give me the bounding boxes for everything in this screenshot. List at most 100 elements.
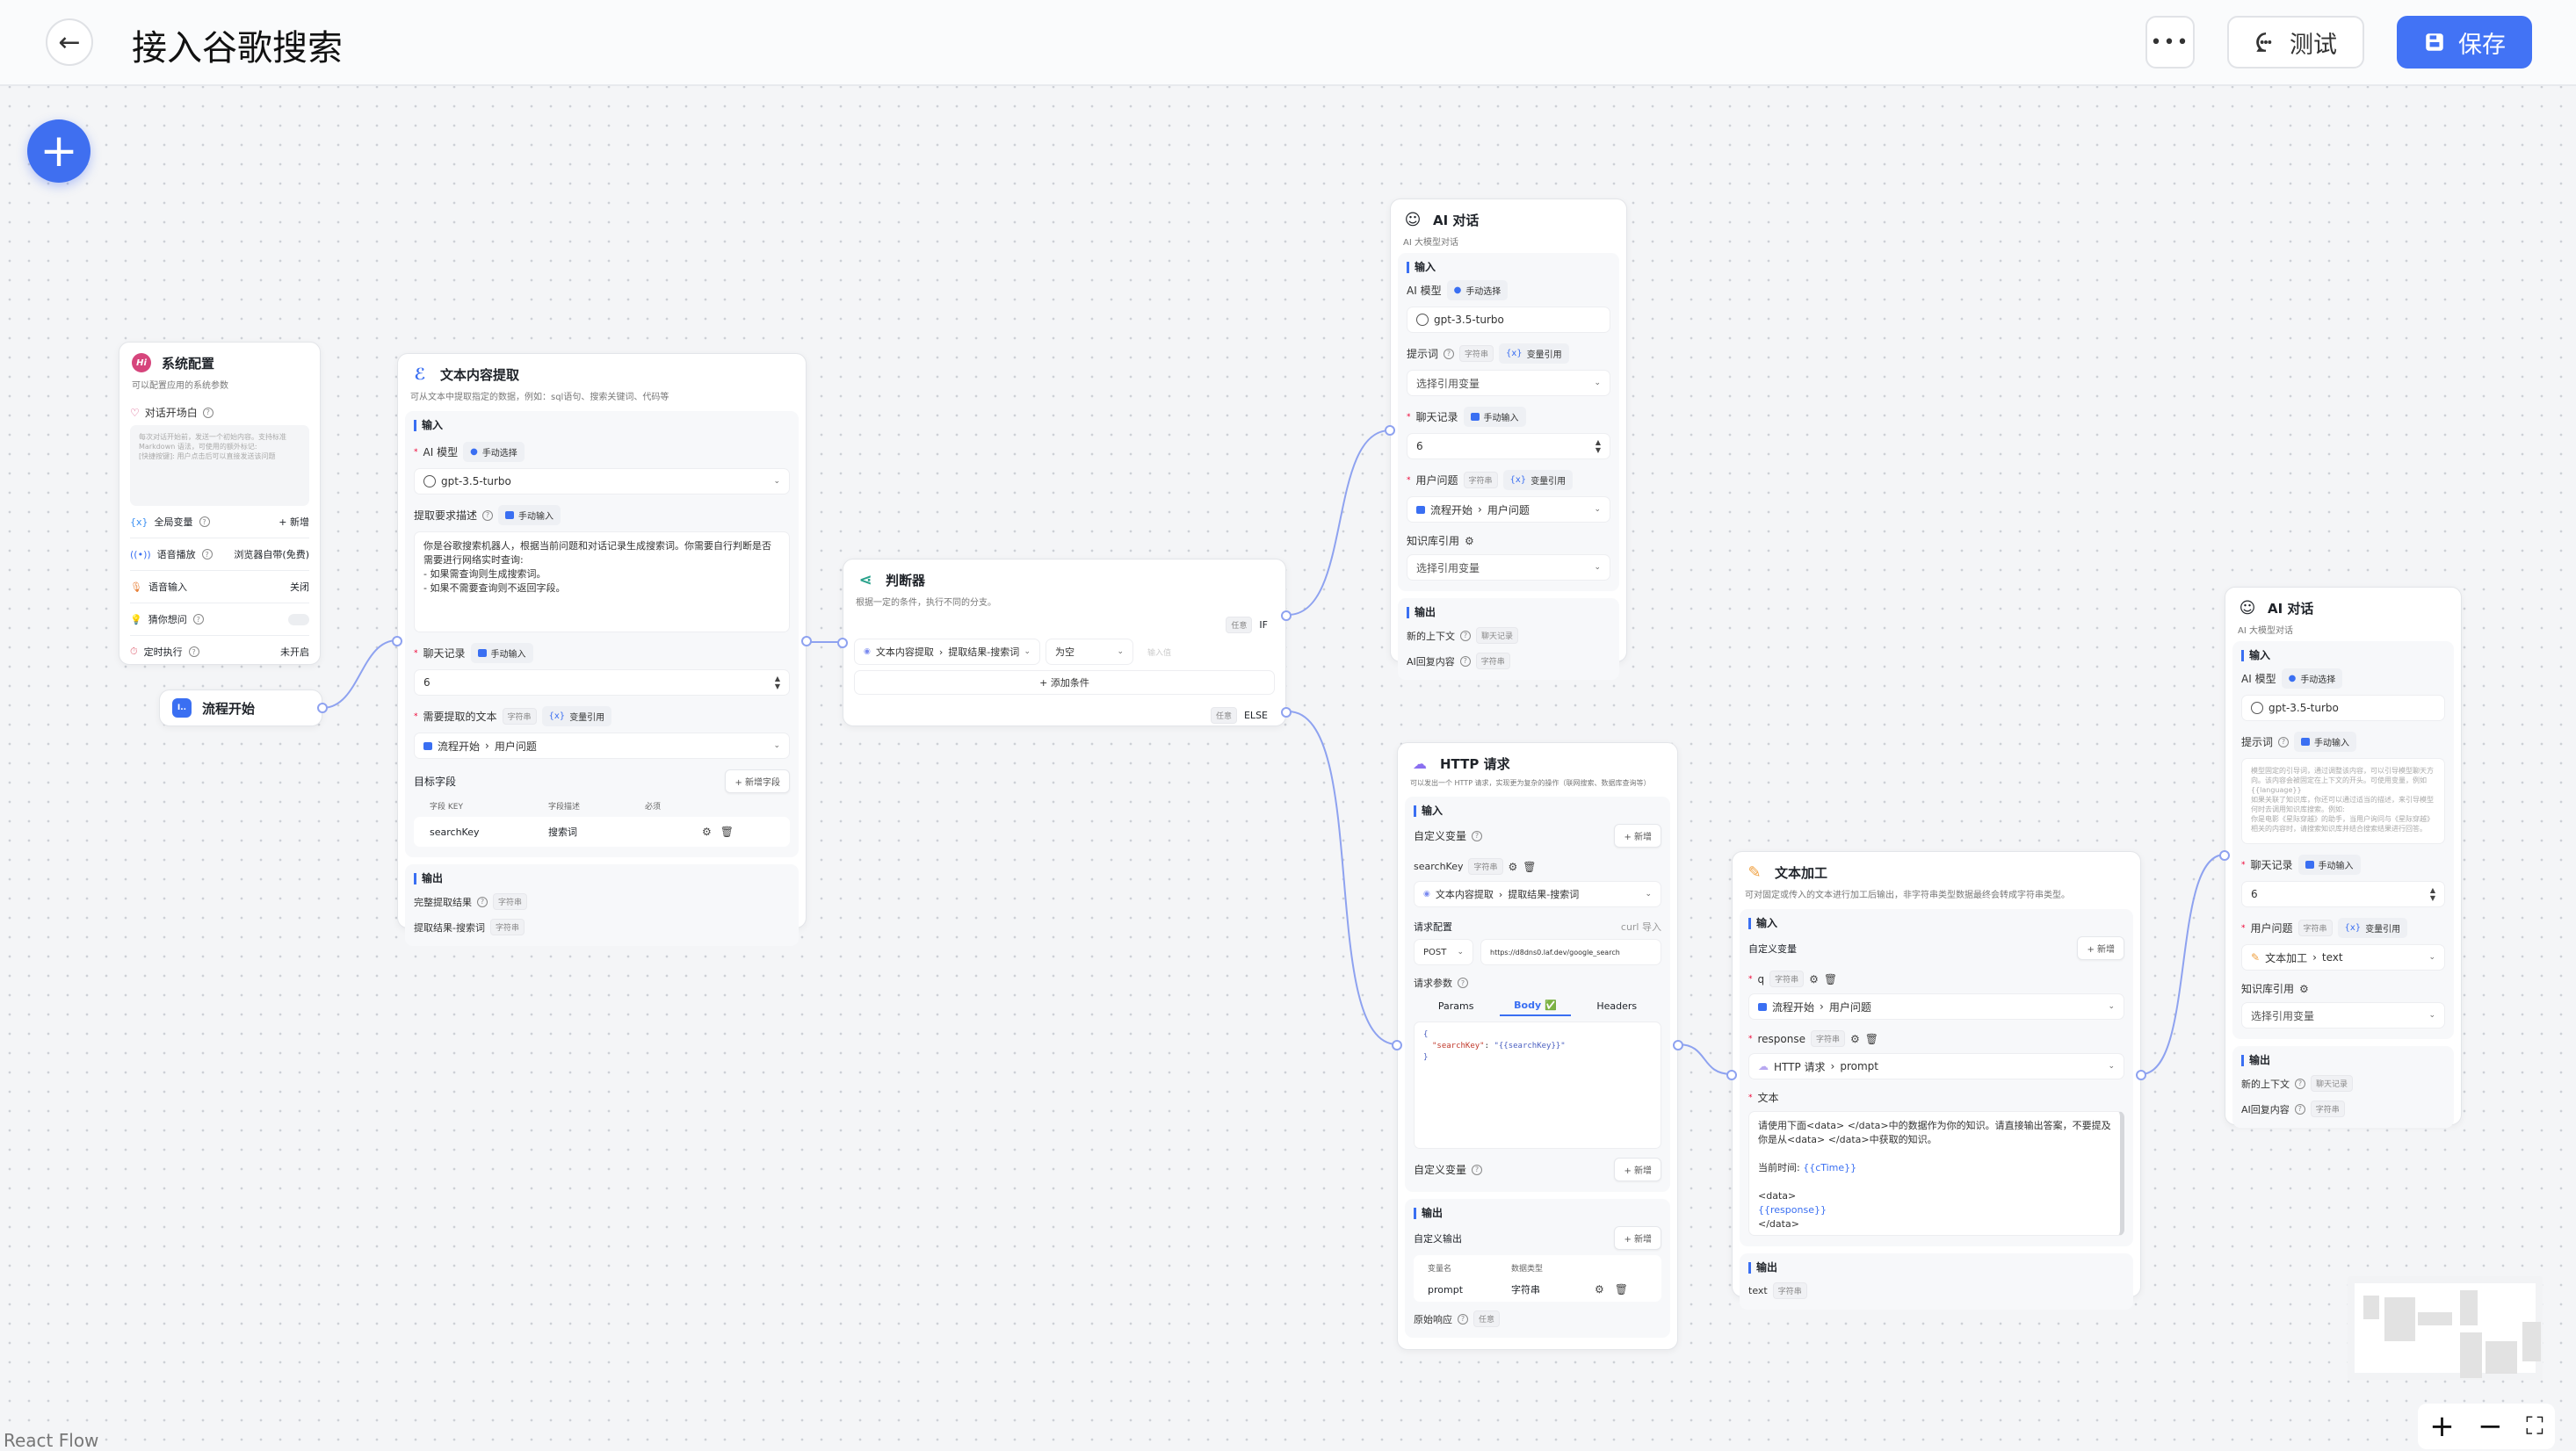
node-text-processing[interactable]: ✎文本加工 可对固定或传入的文本进行加工后输出，非字符串类型数据最终会转成字符串… xyxy=(1726,851,2146,1310)
gear-icon[interactable]: ⚙ xyxy=(1595,1283,1604,1296)
node-ai-chat[interactable]: ☺AI 对话 AI 大模型对话 输入 AI 模型●手动选择 gpt-3.5-tu… xyxy=(1385,199,1627,680)
gear-icon[interactable]: ⚙ xyxy=(1508,860,1518,873)
tab-params[interactable]: Params xyxy=(1437,1000,1474,1012)
kb-ref-select[interactable]: 选择引用变量⌄ xyxy=(1407,554,1610,581)
edge-http-to-textproc[interactable] xyxy=(1677,1043,1733,1075)
add-variable-button[interactable]: + 新增 xyxy=(1614,824,1661,848)
trash-icon[interactable]: 🗑 xyxy=(720,826,734,838)
add-global-var-button[interactable]: + 新增 xyxy=(279,516,309,528)
source-toggle[interactable]: {x}变量引用 xyxy=(1502,470,1574,490)
trash-icon[interactable]: 🗑 xyxy=(1823,972,1838,985)
output-handle[interactable] xyxy=(801,636,812,646)
add-output-button[interactable]: + 新增 xyxy=(1614,1226,1661,1250)
source-toggle[interactable]: ●手动选择 xyxy=(463,442,525,462)
body-editor[interactable]: { "searchKey": "{{searchKey}}" } xyxy=(1414,1021,1661,1149)
var-ref-select[interactable]: ☁HTTP 请求›prompt⌄ xyxy=(1748,1053,2124,1079)
gear-icon[interactable]: ⚙ xyxy=(1465,534,1474,547)
stepper-icon[interactable]: ▲▼ xyxy=(2429,886,2435,902)
minimap[interactable] xyxy=(2348,1276,2543,1380)
zoom-out-button[interactable]: − xyxy=(2478,1409,2503,1444)
edge-judge-else-to-http[interactable] xyxy=(1287,711,1398,1045)
schedule-row[interactable]: ⏱定时执行?未开启 xyxy=(130,636,309,664)
gear-icon[interactable]: ⚙ xyxy=(2299,982,2309,995)
model-select[interactable]: gpt-3.5-turbo xyxy=(1407,307,1610,333)
curl-import-link[interactable]: curl 导入 xyxy=(1620,921,1661,933)
condition-value-input[interactable]: 输入值 xyxy=(1147,648,1172,658)
edge-judge-if-to-ai[interactable] xyxy=(1287,430,1391,616)
url-input[interactable]: https://d8dns0.laf.dev/google_search xyxy=(1480,939,1661,965)
text-ref-select[interactable]: 流程开始›用户问题⌄ xyxy=(414,733,790,759)
question-guide-toggle[interactable] xyxy=(288,613,309,625)
output-handle[interactable] xyxy=(2136,1070,2146,1080)
voice-input-row[interactable]: 🎙语音输入关闭 xyxy=(130,571,309,603)
gear-icon[interactable]: ⚙ xyxy=(1809,972,1819,985)
var-ref-select[interactable]: ◉文本内容提取›提取结果-搜索词⌄ xyxy=(1414,881,1661,907)
trash-icon[interactable]: 🗑 xyxy=(1614,1283,1628,1296)
prompt-textarea[interactable]: 模型固定的引导词，通过调整该内容，可以引导模型聊天方向。该内容会被固定在上下文的… xyxy=(2241,758,2445,844)
history-number-input[interactable]: 6▲▼ xyxy=(2241,881,2445,907)
tab-body[interactable]: Body ✅ xyxy=(1500,996,1571,1016)
if-handle[interactable] xyxy=(1281,610,1292,621)
zoom-in-button[interactable]: + xyxy=(2429,1409,2455,1444)
back-button[interactable]: ← xyxy=(46,18,93,66)
add-condition-button[interactable]: + 添加条件 xyxy=(854,670,1275,695)
source-toggle[interactable]: ●手动选择 xyxy=(1446,280,1509,300)
source-toggle[interactable]: 手动输入 xyxy=(1463,407,1526,427)
input-handle[interactable] xyxy=(837,638,848,648)
stepper-icon[interactable]: ▲▼ xyxy=(1595,438,1601,454)
stepper-icon[interactable]: ▲▼ xyxy=(774,675,780,690)
gear-icon[interactable]: ⚙ xyxy=(702,826,712,838)
source-toggle[interactable]: {x}变量引用 xyxy=(2337,918,2408,938)
trash-icon[interactable]: 🗑 xyxy=(1864,1032,1879,1045)
question-ref-select[interactable]: ✎文本加工›text⌄ xyxy=(2241,944,2445,971)
operator-select[interactable]: 为空⌄ xyxy=(1046,639,1133,665)
edge-start-to-extract[interactable] xyxy=(322,639,398,709)
add-field-button[interactable]: + 新增字段 xyxy=(725,769,790,793)
text-template-textarea[interactable]: 请使用下面<data> </data>中的数据作为你的知识。请直接输出答案，不要… xyxy=(1748,1111,2124,1236)
source-toggle[interactable]: 手动输入 xyxy=(470,643,533,663)
history-number-input[interactable]: 6▲▼ xyxy=(414,669,790,696)
input-handle[interactable] xyxy=(1726,1070,1737,1080)
model-select[interactable]: gpt-3.5-turbo xyxy=(2241,695,2445,721)
edge-textproc-to-ai[interactable] xyxy=(2140,854,2225,1075)
kb-ref-select[interactable]: 选择引用变量⌄ xyxy=(2241,1002,2445,1029)
extract-prompt-textarea[interactable]: 你是谷歌搜索机器人，根据当前问题和对话记录生成搜索词。你需要自行判断是否需要进行… xyxy=(414,531,790,632)
input-handle[interactable] xyxy=(392,636,402,646)
add-node-button[interactable]: + xyxy=(27,119,90,183)
history-number-input[interactable]: 6▲▼ xyxy=(1407,433,1610,459)
input-handle[interactable] xyxy=(1385,425,1395,436)
add-variable-button[interactable]: + 新增 xyxy=(2077,936,2124,960)
tts-row[interactable]: ((•))语音播放?浏览器自带(免费) xyxy=(130,538,309,571)
input-handle[interactable] xyxy=(2219,850,2230,861)
node-http-request[interactable]: ☁HTTP 请求 可以发出一个 HTTP 请求，实现更为复杂的操作（联网搜索、数… xyxy=(1392,742,1683,1350)
condition-variable-select[interactable]: ◉文本内容提取›提取结果-搜索词⌄ xyxy=(854,639,1040,665)
source-toggle[interactable]: 手动输入 xyxy=(2294,732,2357,752)
node-flow-start[interactable]: I..流程开始 xyxy=(159,689,328,726)
source-toggle[interactable]: {x}变量引用 xyxy=(1499,343,1569,364)
more-button[interactable]: ••• xyxy=(2145,16,2195,69)
tab-headers[interactable]: Headers xyxy=(1596,1000,1638,1012)
save-button[interactable]: 保存 xyxy=(2397,16,2532,69)
source-toggle[interactable]: 手动输入 xyxy=(2297,855,2361,875)
test-button[interactable]: 测试 xyxy=(2227,16,2364,69)
welcome-textarea[interactable]: 每次对话开始前，发送一个初始内容。支持标准 Markdown 语法，可使用的额外… xyxy=(130,425,309,506)
gear-icon[interactable]: ⚙ xyxy=(1850,1032,1860,1045)
else-handle[interactable] xyxy=(1281,707,1292,718)
input-handle[interactable] xyxy=(1392,1040,1402,1050)
question-ref-select[interactable]: 流程开始›用户问题⌄ xyxy=(1407,496,1610,523)
output-handle[interactable] xyxy=(1673,1040,1683,1050)
model-select[interactable]: gpt-3.5-turbo⌄ xyxy=(414,468,790,494)
prompt-ref-select[interactable]: 选择引用变量⌄ xyxy=(1407,370,1610,396)
source-toggle[interactable]: 手动输入 xyxy=(498,505,561,525)
output-handle[interactable] xyxy=(317,703,328,713)
var-ref-select[interactable]: 流程开始›用户问题⌄ xyxy=(1748,993,2124,1020)
method-select[interactable]: POST⌄ xyxy=(1414,939,1473,965)
trash-icon[interactable]: 🗑 xyxy=(1523,860,1537,873)
source-toggle[interactable]: ●手动选择 xyxy=(2281,668,2343,689)
add-variable-button[interactable]: + 新增 xyxy=(1614,1158,1661,1181)
node-ai-chat-2[interactable]: ☺AI 对话 AI 大模型对话 输入 AI 模型●手动选择 gpt-3.5-tu… xyxy=(2219,587,2462,1128)
fit-view-button[interactable]: ⛶ xyxy=(2526,1411,2543,1440)
